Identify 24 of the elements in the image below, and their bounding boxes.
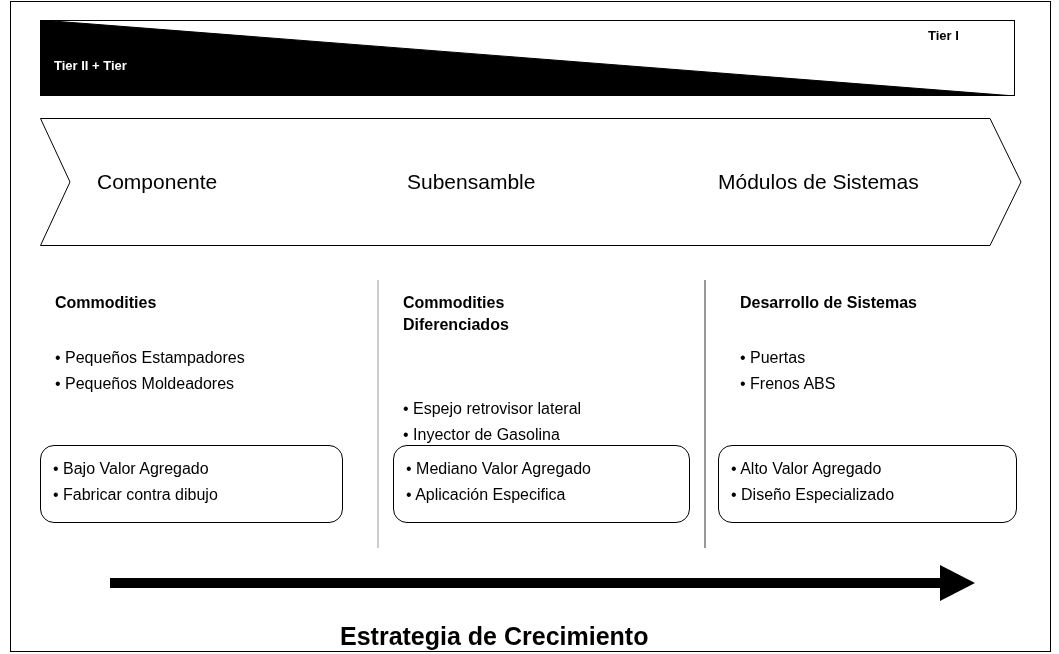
bullet-item: • Puertas (740, 348, 806, 368)
arrow-caption: Estrategia de Crecimiento (340, 622, 649, 651)
bullet-item: • Diseño Especializado (731, 485, 895, 505)
bullet-item: • Inyector de Gasolina (403, 425, 560, 445)
bullet-item: • Pequeños Estampadores (55, 348, 245, 368)
bullet-item: • Pequeños Moldeadores (55, 374, 235, 394)
note-box (40, 445, 343, 523)
tier-label: Tier II + Tier (54, 58, 127, 73)
stage-label: Módulos de Sistemas (718, 170, 919, 194)
note-box (393, 445, 690, 523)
bullet-item: • Bajo Valor Agregado (53, 459, 209, 479)
stage-label: Componente (97, 170, 218, 194)
column-heading: Commodities Diferenciados (403, 293, 510, 335)
bullet-item: • Mediano Valor Agregado (406, 459, 591, 479)
bullet-item: • Alto Valor Agregado (731, 459, 882, 479)
bullet-item: • Espejo retrovisor lateral (403, 399, 582, 419)
column-heading: Desarrollo de Sistemas (740, 293, 917, 313)
stage-label: Subensamble (407, 170, 536, 194)
note-box (718, 445, 1017, 523)
bullet-item: • Frenos ABS (740, 374, 836, 394)
bullet-item: • Fabricar contra dibujo (53, 485, 218, 505)
bullet-item: • Aplicación Especifica (406, 485, 566, 505)
tier-label: Tier I (928, 28, 959, 43)
column-heading: Commodities (55, 293, 157, 313)
